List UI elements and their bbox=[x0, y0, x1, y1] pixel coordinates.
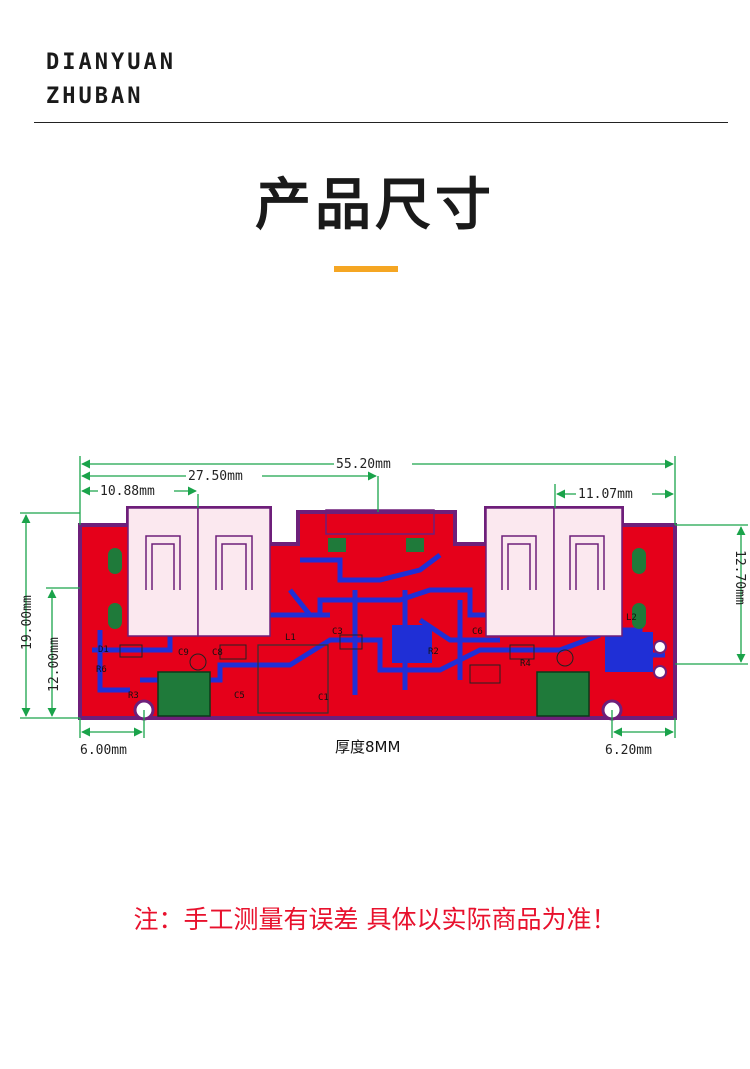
dim-usb-span: 27.50mm bbox=[188, 469, 243, 484]
pcb-dimension-diagram: C9 C8 R6 C5 D1 R3 L1 C3 R2 C6 R4 C1 L2 bbox=[20, 455, 748, 758]
dim-left-hole-offset: 6.00mm bbox=[80, 743, 127, 758]
silkscreen-labels: C9 C8 R6 C5 D1 R3 L1 C3 R2 C6 R4 C1 L2 bbox=[96, 613, 637, 703]
silk-label: C6 bbox=[472, 627, 483, 637]
dim-thickness: 厚度8MM bbox=[335, 738, 400, 756]
dim-right-edge: 11.07mm bbox=[578, 487, 633, 502]
dim-left-edge: 10.88mm bbox=[100, 484, 155, 499]
pcb-traces bbox=[92, 553, 665, 695]
title-accent-bar bbox=[334, 266, 398, 272]
silk-label: R2 bbox=[428, 647, 439, 657]
brand-logo-text: DIANYUAN ZHUBAN bbox=[46, 46, 176, 114]
side-pad bbox=[108, 548, 122, 574]
silk-label: C1 bbox=[318, 693, 329, 703]
dim-right-hole-offset: 6.20mm bbox=[605, 743, 652, 758]
side-pad bbox=[632, 603, 646, 629]
page-title: 产品尺寸 bbox=[255, 173, 495, 238]
silk-label: C5 bbox=[234, 691, 245, 701]
side-pad bbox=[108, 603, 122, 629]
disclaimer-note: 注：手工测量有误差 具体以实际商品为准！ bbox=[133, 905, 617, 934]
silk-label: R4 bbox=[520, 659, 531, 669]
silk-label: C3 bbox=[332, 627, 343, 637]
dimension-labels: 55.20mm 27.50mm 10.88mm 11.07mm 19.00mm … bbox=[20, 455, 747, 758]
usb-port bbox=[127, 507, 199, 637]
silk-label: L2 bbox=[626, 613, 637, 623]
mount-hole-small-2 bbox=[653, 665, 667, 679]
usb-pad bbox=[406, 538, 424, 552]
dim-height: 19.00mm bbox=[20, 595, 35, 650]
side-pad bbox=[632, 548, 646, 574]
silk-label: D1 bbox=[98, 645, 109, 655]
dim-total-width: 55.20mm bbox=[336, 457, 391, 472]
pcb-pad bbox=[605, 632, 653, 672]
usb-port bbox=[553, 507, 623, 637]
inductor-right bbox=[536, 671, 590, 717]
dim-left-hole-height: 12.00mm bbox=[47, 637, 62, 692]
header-divider bbox=[34, 122, 728, 123]
inductor-left bbox=[157, 671, 211, 717]
micro-usb-port bbox=[325, 509, 435, 535]
usb-port-group-left bbox=[127, 507, 271, 637]
usb-port-group-right bbox=[485, 507, 623, 637]
pcb-chip bbox=[392, 625, 432, 663]
silk-label: C9 bbox=[178, 648, 189, 658]
dim-right-height: 12.70mm bbox=[732, 550, 747, 605]
silk-label: R6 bbox=[96, 665, 107, 675]
brand-line-2: ZHUBAN bbox=[46, 84, 144, 109]
silk-label: R3 bbox=[128, 691, 139, 701]
inductor-outline bbox=[257, 644, 329, 714]
usb-port bbox=[485, 507, 555, 637]
silk-label: C8 bbox=[212, 648, 223, 658]
usb-pad bbox=[328, 538, 346, 552]
usb-port bbox=[197, 507, 271, 637]
mount-hole-small-1 bbox=[653, 640, 667, 654]
silk-label: L1 bbox=[285, 633, 296, 643]
brand-line-1: DIANYUAN bbox=[46, 50, 176, 75]
